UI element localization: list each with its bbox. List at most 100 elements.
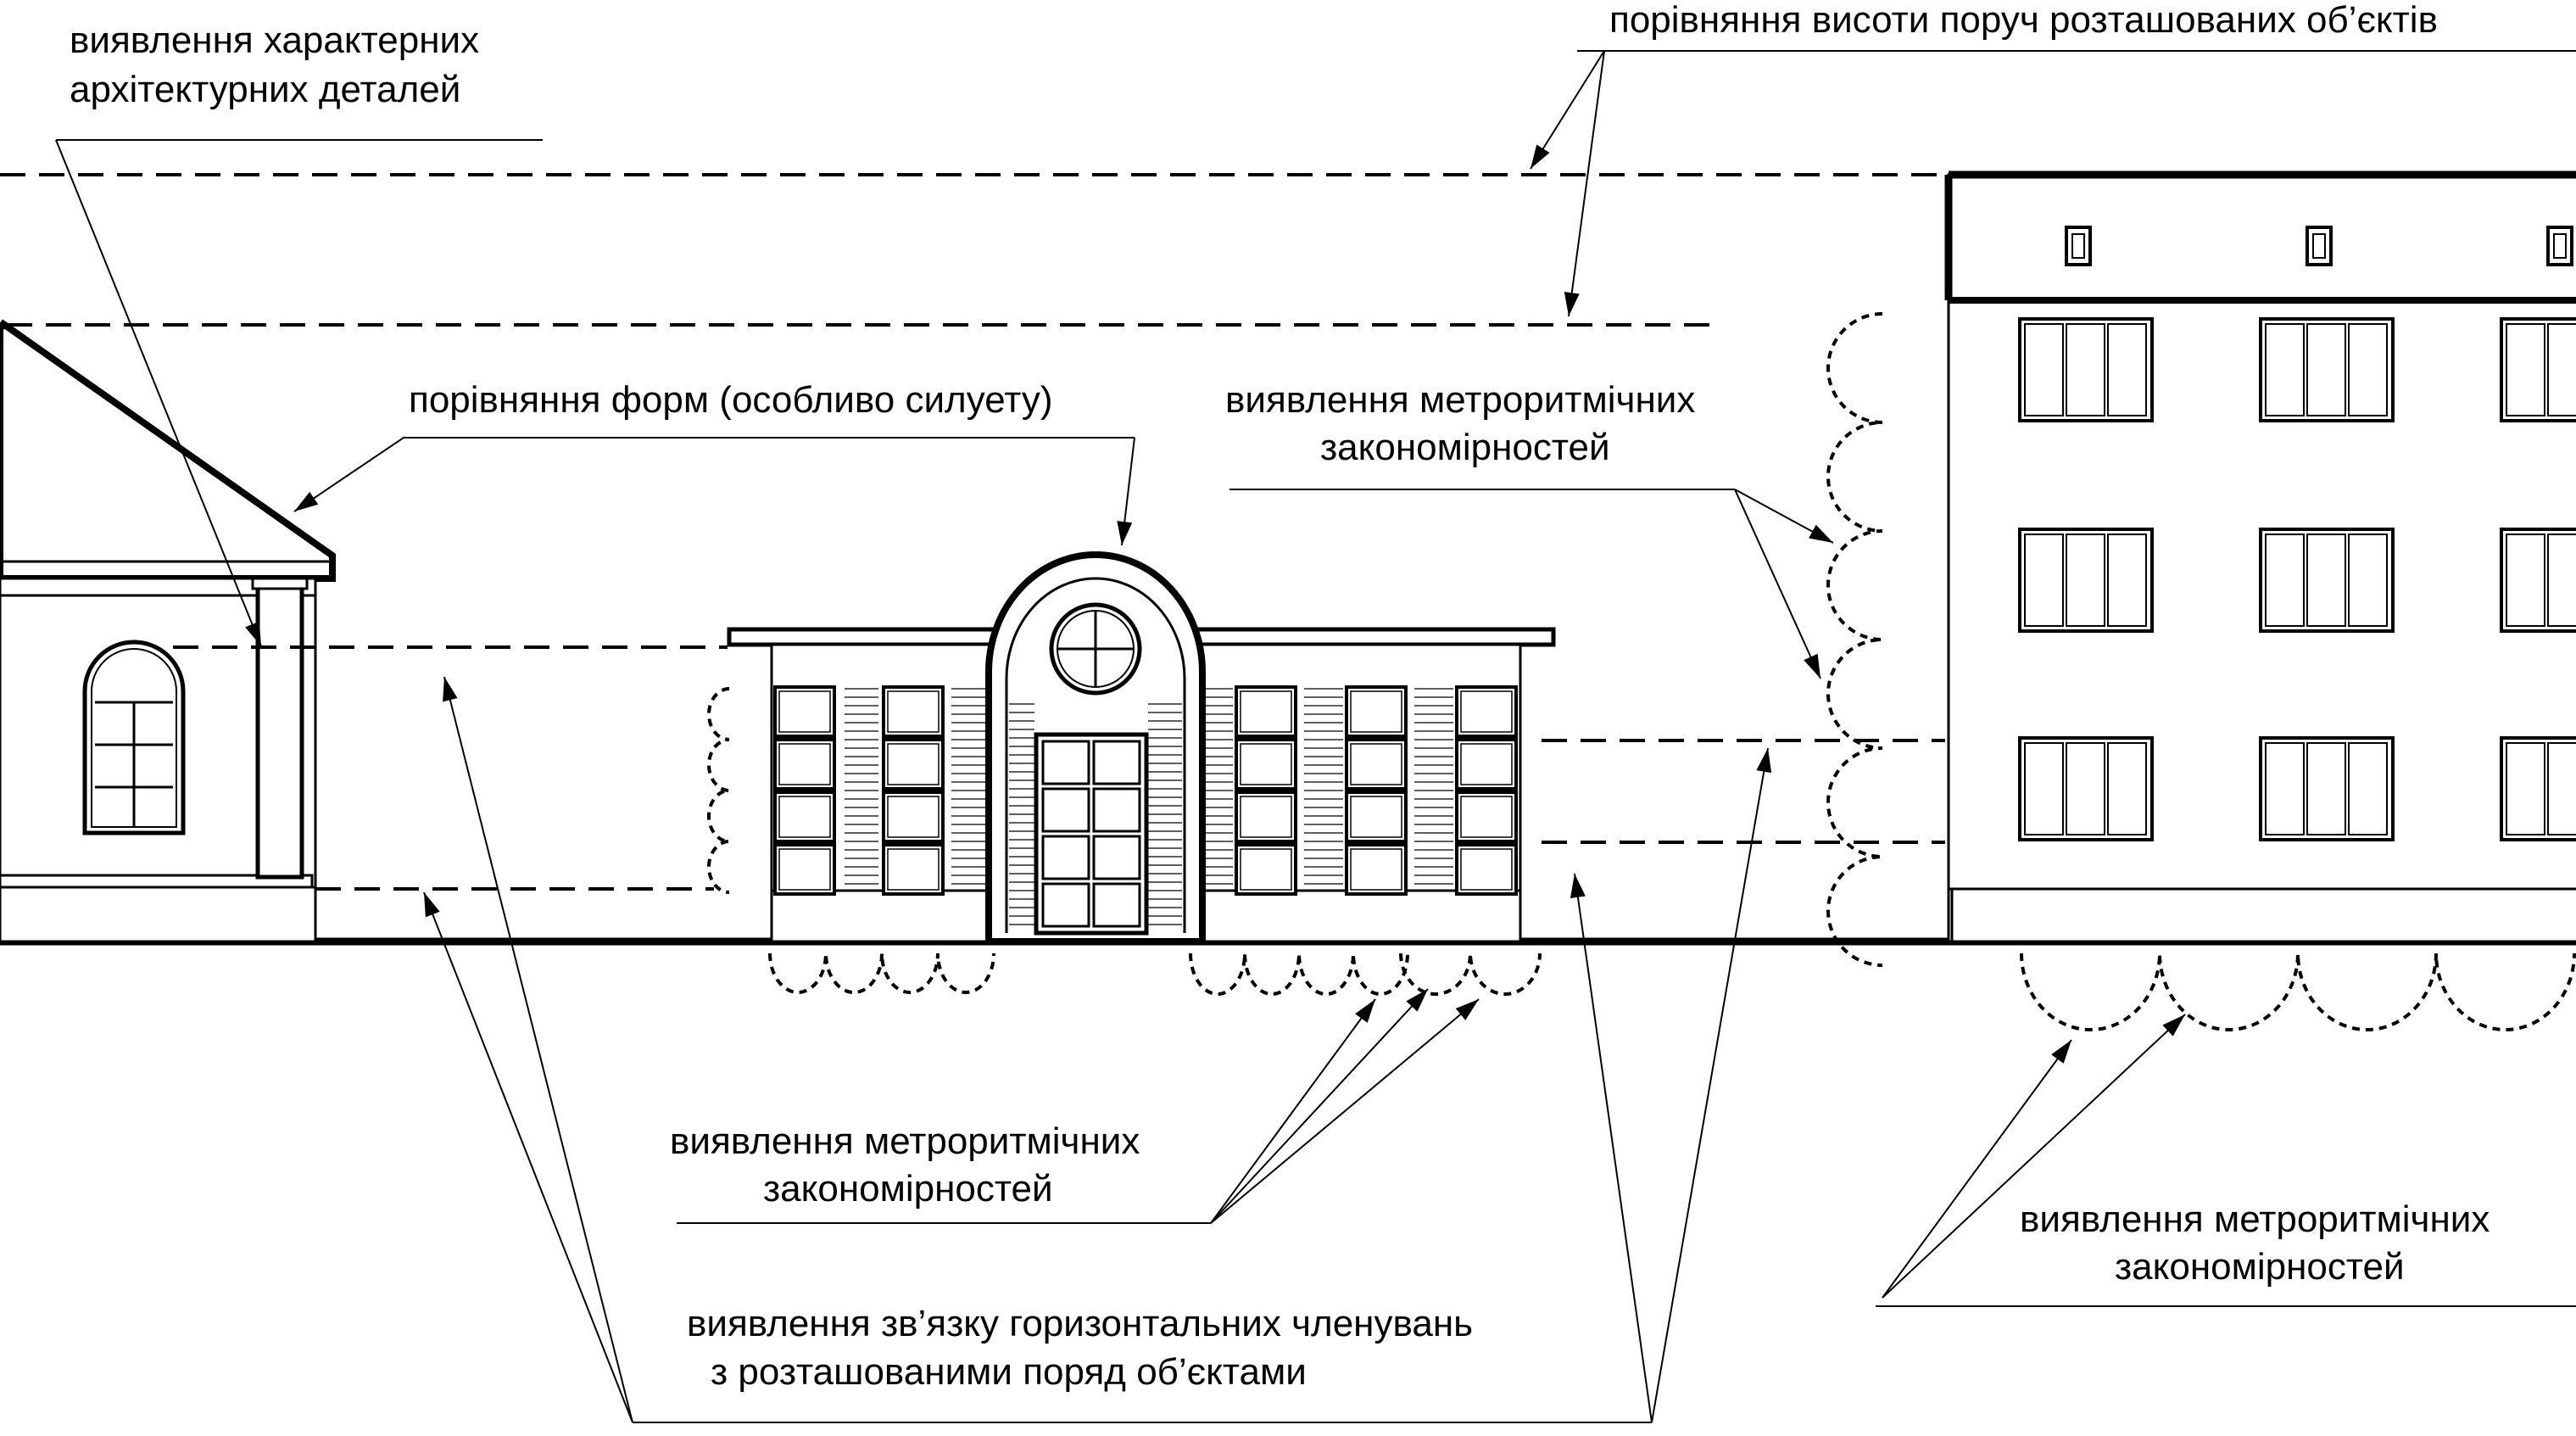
label-metrorhythm-upper-line2: закономірностей: [1320, 427, 1610, 468]
text-labels: виявлення характерних архітектурних дета…: [70, 0, 2490, 1393]
label-height-comparison: порівняння висоти поруч розташованих об’…: [1609, 0, 2438, 41]
arrowhead: [245, 621, 261, 646]
window-sash: [2024, 534, 2064, 627]
window-pane: [1235, 791, 1297, 843]
window-pane-inner: [1240, 743, 1292, 785]
arrowhead: [1804, 653, 1820, 679]
window-sash: [2024, 323, 2064, 416]
window-sash: [2066, 534, 2105, 627]
small-window-inner: [2071, 233, 2085, 259]
center-right-cornice: [1180, 627, 1556, 647]
window-sash: [2306, 323, 2346, 416]
rhythm-scallops: [707, 312, 2576, 1031]
window-sash: [2306, 534, 2346, 627]
window-pane-inner: [1240, 690, 1292, 733]
window-pane-inner: [1460, 796, 1513, 838]
door-pane: [1041, 835, 1090, 880]
window-sash: [2547, 742, 2576, 835]
triple-window: [2259, 528, 2395, 633]
small-window: [2306, 226, 2333, 266]
arrowhead: [1455, 999, 1479, 1020]
triple-window: [2259, 317, 2395, 422]
portal-siding: [1009, 703, 1182, 925]
small-window-inner: [2312, 233, 2326, 259]
window-pane: [1455, 738, 1518, 791]
window-sash: [2265, 534, 2305, 627]
triple-window: [2018, 528, 2154, 633]
arrowhead: [1406, 989, 1428, 1012]
window-sash: [2348, 534, 2388, 627]
label-metrorhythm-right-line2: закономірностей: [2115, 1246, 2405, 1288]
window-pane-inner: [778, 848, 831, 891]
label-silhouette-forms: порівняння форм (особливо силуету): [409, 379, 1053, 421]
label-metrorhythm-right-line1: виявлення метроритмічних: [2020, 1199, 2490, 1240]
window-pane-inner: [1350, 796, 1402, 838]
triple-window: [2018, 317, 2154, 422]
window-pane: [773, 738, 836, 791]
arrowhead: [1531, 144, 1550, 169]
window-pane-inner: [887, 848, 940, 891]
arrowhead: [424, 892, 440, 918]
window-pane: [773, 843, 836, 896]
window-pane: [1455, 843, 1518, 896]
arrowhead: [294, 491, 319, 511]
window-sash: [2506, 742, 2545, 835]
arrowhead: [1570, 874, 1586, 898]
window-pane-inner: [1350, 690, 1402, 733]
window-sash: [2066, 742, 2105, 835]
window-pane-inner: [1240, 796, 1292, 838]
triple-window: [2500, 528, 2576, 633]
window-pane: [773, 791, 836, 843]
door-pane: [1092, 835, 1141, 880]
triple-window: [2500, 317, 2576, 422]
arrowhead: [1756, 748, 1772, 774]
small-window: [2065, 226, 2092, 266]
window-sash: [2107, 534, 2147, 627]
scallop-right-building: [2020, 953, 2576, 1031]
small-window-inner: [2553, 233, 2567, 259]
arrowhead: [2051, 1040, 2071, 1064]
triple-window: [2018, 736, 2154, 841]
window-pane: [1455, 685, 1518, 738]
window-pane-inner: [778, 796, 831, 838]
window-pane: [1345, 843, 1408, 896]
leader-lines: [55, 50, 2576, 1423]
scallop-center-right-b: [1399, 953, 1542, 996]
left-house-roof: [0, 319, 336, 582]
window-pane-inner: [887, 796, 940, 838]
window-pane-inner: [1350, 848, 1402, 891]
window-pane-inner: [887, 690, 940, 733]
window-sash: [2547, 534, 2576, 627]
window-pane: [1455, 791, 1518, 843]
window-pane-inner: [1350, 743, 1402, 785]
door-pane: [1041, 882, 1090, 928]
scallop-center-left: [768, 953, 995, 994]
window-sash: [2506, 534, 2545, 627]
window-sash: [2265, 323, 2305, 416]
label-architectural-details-line1: виявлення характерних: [70, 20, 479, 61]
door-pane: [1092, 787, 1141, 833]
window-pane-inner: [887, 743, 940, 785]
small-window: [2546, 226, 2573, 266]
door-pane: [1092, 740, 1141, 785]
center-left-cornice: [727, 627, 1001, 647]
left-house-column: [255, 576, 304, 880]
window-pane: [882, 738, 945, 791]
center-windows: [773, 685, 1518, 896]
window-pane-inner: [778, 743, 831, 785]
window-sash: [2107, 323, 2147, 416]
label-metrorhythm-center-line1: виявлення метроритмічних: [670, 1120, 1140, 1162]
window-pane-inner: [1460, 690, 1513, 733]
window-pane: [882, 791, 945, 843]
window-pane: [1235, 738, 1297, 791]
window-pane: [882, 843, 945, 896]
window-pane: [1235, 843, 1297, 896]
arrowhead: [1355, 999, 1375, 1023]
siding-lines: [845, 688, 1453, 885]
window-pane: [1345, 685, 1408, 738]
window-sash: [2348, 323, 2388, 416]
label-horizontal-links-line2: з розташованими поряд об’єктами: [711, 1351, 1307, 1393]
window-pane: [1345, 738, 1408, 791]
door-pane: [1092, 882, 1141, 928]
